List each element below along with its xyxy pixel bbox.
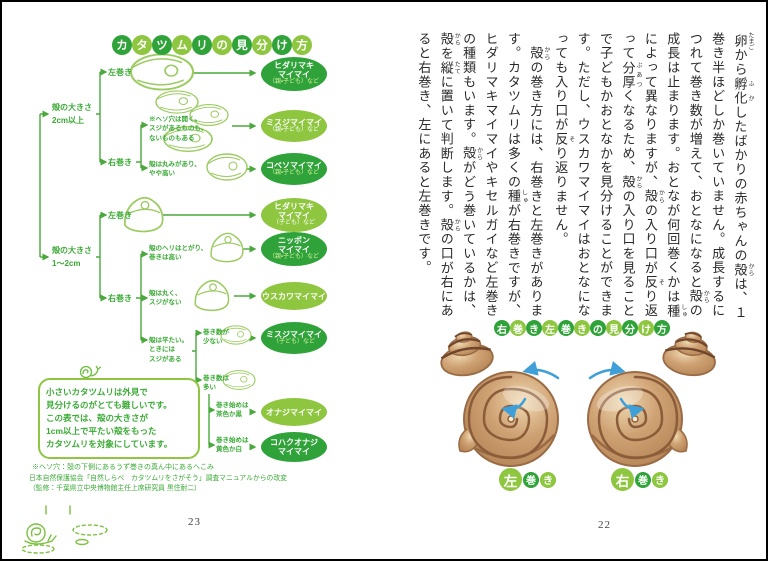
char-circle: き — [574, 320, 590, 336]
char-circle: 巻 — [635, 471, 651, 488]
species-name: ウスカワマイマイ — [262, 291, 326, 301]
paragraph-coiling: 殻からの巻き方には、右巻きと左巻きがあります。カタツムリは多くの種しゅが右巻きで… — [416, 32, 549, 319]
char-circle: け — [638, 320, 654, 336]
tree-note-brown-start: 巻き始めは 茶色か黒 — [216, 402, 249, 419]
char-circle: の — [590, 320, 606, 336]
tree-label-size-small: 殻の大きさ 1〜2cm — [52, 246, 92, 268]
snail-sketch-icon — [129, 53, 195, 91]
char-circle: 巻 — [523, 471, 539, 488]
label-right-coiled: 右巻き — [611, 468, 669, 491]
species-sub: （親・子ども）など — [268, 126, 320, 133]
species-oval-misuji-adult: ミスジマイマイ （親・子ども）など — [261, 110, 327, 142]
page-number-right: 22 — [598, 519, 611, 531]
species-oval-usukawa: ウスカワマイマイ — [261, 282, 327, 310]
tree-label-right-coil-b: 右巻き — [108, 294, 132, 303]
char-circle: け — [272, 35, 292, 55]
char-circle: き — [652, 471, 668, 488]
species-oval-kobeso: コベソマイマイ （親・子ども）など — [261, 153, 327, 185]
tree-label-size-large: 殻の大きさ 2cm以上 — [52, 103, 92, 125]
species-sub: （親・子ども）など — [268, 254, 320, 261]
tree-label-left-coil-b: 左巻き — [108, 211, 132, 220]
species-name: ミスジマイマイ — [266, 329, 322, 339]
paragraph-growth: 卵たまごから孵化ふかしたばかりの赤ちゃんの殻からは、１巻き半ほどしか巻いていませ… — [553, 32, 753, 320]
char-circle: 分 — [252, 35, 272, 55]
species-sub: （親・子ども）など — [268, 79, 320, 86]
char-circle: き — [526, 320, 542, 336]
char-circle: リ — [192, 35, 212, 55]
species-oval-hidarimaki-child: ヒダリマキ マイマイ （子ども）など — [261, 198, 327, 232]
char-circle: 方 — [654, 320, 670, 336]
char-circle: 見 — [232, 35, 252, 55]
snail-sketch-icon — [206, 153, 248, 181]
char-circle: 右 — [611, 468, 634, 491]
species-oval-nippon: ニッポン マイマイ （親・子ども）など — [261, 232, 327, 266]
char-circle: 左 — [542, 320, 558, 336]
snail-sketch-icon — [210, 232, 244, 263]
char-circle: 右 — [494, 320, 510, 336]
species-name: ヒダリマキ マイマイ — [274, 202, 314, 221]
char-circle: ツ — [152, 35, 172, 55]
snail-sketch-icon — [194, 279, 230, 312]
char-circle: ム — [172, 35, 192, 55]
small-shell-right-icon — [660, 327, 721, 380]
footnote-source: 日本自然保護協会「自然しらべ カタツムリをさがそう」調査マニュアルからの改変 （… — [29, 475, 287, 492]
big-shell-right-coiled — [586, 370, 689, 468]
species-name: コハクオナジ マイマイ — [270, 438, 318, 456]
char-circle: 巻 — [558, 320, 574, 336]
char-circle: き — [540, 471, 556, 488]
char-circle: 方 — [292, 35, 312, 55]
tree-note-yellow-start: 巻き始めは 黄色か白 — [216, 437, 249, 454]
char-circle: 分 — [622, 320, 638, 336]
coil-diagram-title: 右巻き左巻きの見分け方 — [494, 320, 670, 336]
footnote-heso: ※ヘソ穴：殻の下側にあるうず巻きの真ん中にあるへこみ — [32, 464, 214, 471]
snail-shell-sketches — [124, 53, 256, 390]
body-text: 卵たまごから孵化ふかしたばかりの赤ちゃんの殻からは、１巻き半ほどしか巻いていませ… — [412, 32, 753, 324]
coil-direction-illustration — [435, 326, 721, 468]
left-page-title: カタツムリの見分け方 — [112, 35, 312, 55]
bubble-snail-icon — [79, 365, 102, 379]
tree-label-left-coil-a: 左巻き — [108, 68, 132, 77]
species-name: オナジマイマイ — [266, 407, 322, 417]
species-oval-misuji-child: ミスジマイマイ （子ども）など — [261, 322, 327, 354]
tree-label-right-coil-a: 右巻き — [108, 158, 132, 167]
note-bubble: 小さいカタツムリは外見で 見分けるのがとても難しいです。 この表では、殻の大きさ… — [38, 378, 200, 459]
char-circle: カ — [112, 35, 132, 55]
page-number-left: 23 — [188, 516, 201, 528]
tree-note-flat: 殻は平たい。 ときには スジがある — [149, 337, 188, 363]
char-circle: 左 — [499, 468, 522, 491]
tree-note-misuji: ※ヘソ穴は開く。 スジがあるものも、 ないものもある — [149, 116, 208, 142]
snail-rain-doodle-icon — [21, 505, 108, 554]
species-sub: （子ども）など — [272, 220, 315, 227]
species-name: ニッポン マイマイ — [278, 236, 310, 255]
species-sub: （子ども）など — [272, 338, 315, 345]
tree-note-many-whorls: 巻き数は 多い — [203, 375, 229, 392]
species-name: ヒダリマキ マイマイ — [274, 61, 314, 80]
tree-note-nippon: 殻のヘリはとがり、 巻きは高い — [149, 245, 208, 262]
small-shell-left-icon — [435, 326, 497, 381]
species-oval-kohakuonaji: コハクオナジ マイマイ — [261, 432, 327, 462]
species-oval-onaji: オナジマイマイ — [261, 398, 327, 426]
label-left-coiled: 左巻き — [499, 468, 557, 491]
big-shell-left-coiled — [457, 370, 560, 468]
identification-tree-connectors — [39, 53, 257, 451]
char-circle: 見 — [606, 320, 622, 336]
char-circle: タ — [132, 35, 152, 55]
char-circle: の — [212, 35, 232, 55]
tree-note-few-whorls: 巻き数が 少ない — [203, 329, 229, 346]
species-name: ミスジマイマイ — [266, 117, 322, 127]
char-circle: 巻 — [510, 320, 526, 336]
species-name: コベソマイマイ — [266, 160, 322, 170]
species-sub: （親・子ども）など — [268, 169, 320, 176]
tree-note-kobeso: 殻は丸みがあり、 やや高い — [149, 161, 201, 178]
tree-note-usukawa: 殻は丸く、 スジがない — [149, 290, 182, 307]
coil-direction-arrows — [501, 360, 645, 419]
species-oval-hidarimaki-adult: ヒダリマキ マイマイ （親・子ども）など — [261, 57, 327, 91]
